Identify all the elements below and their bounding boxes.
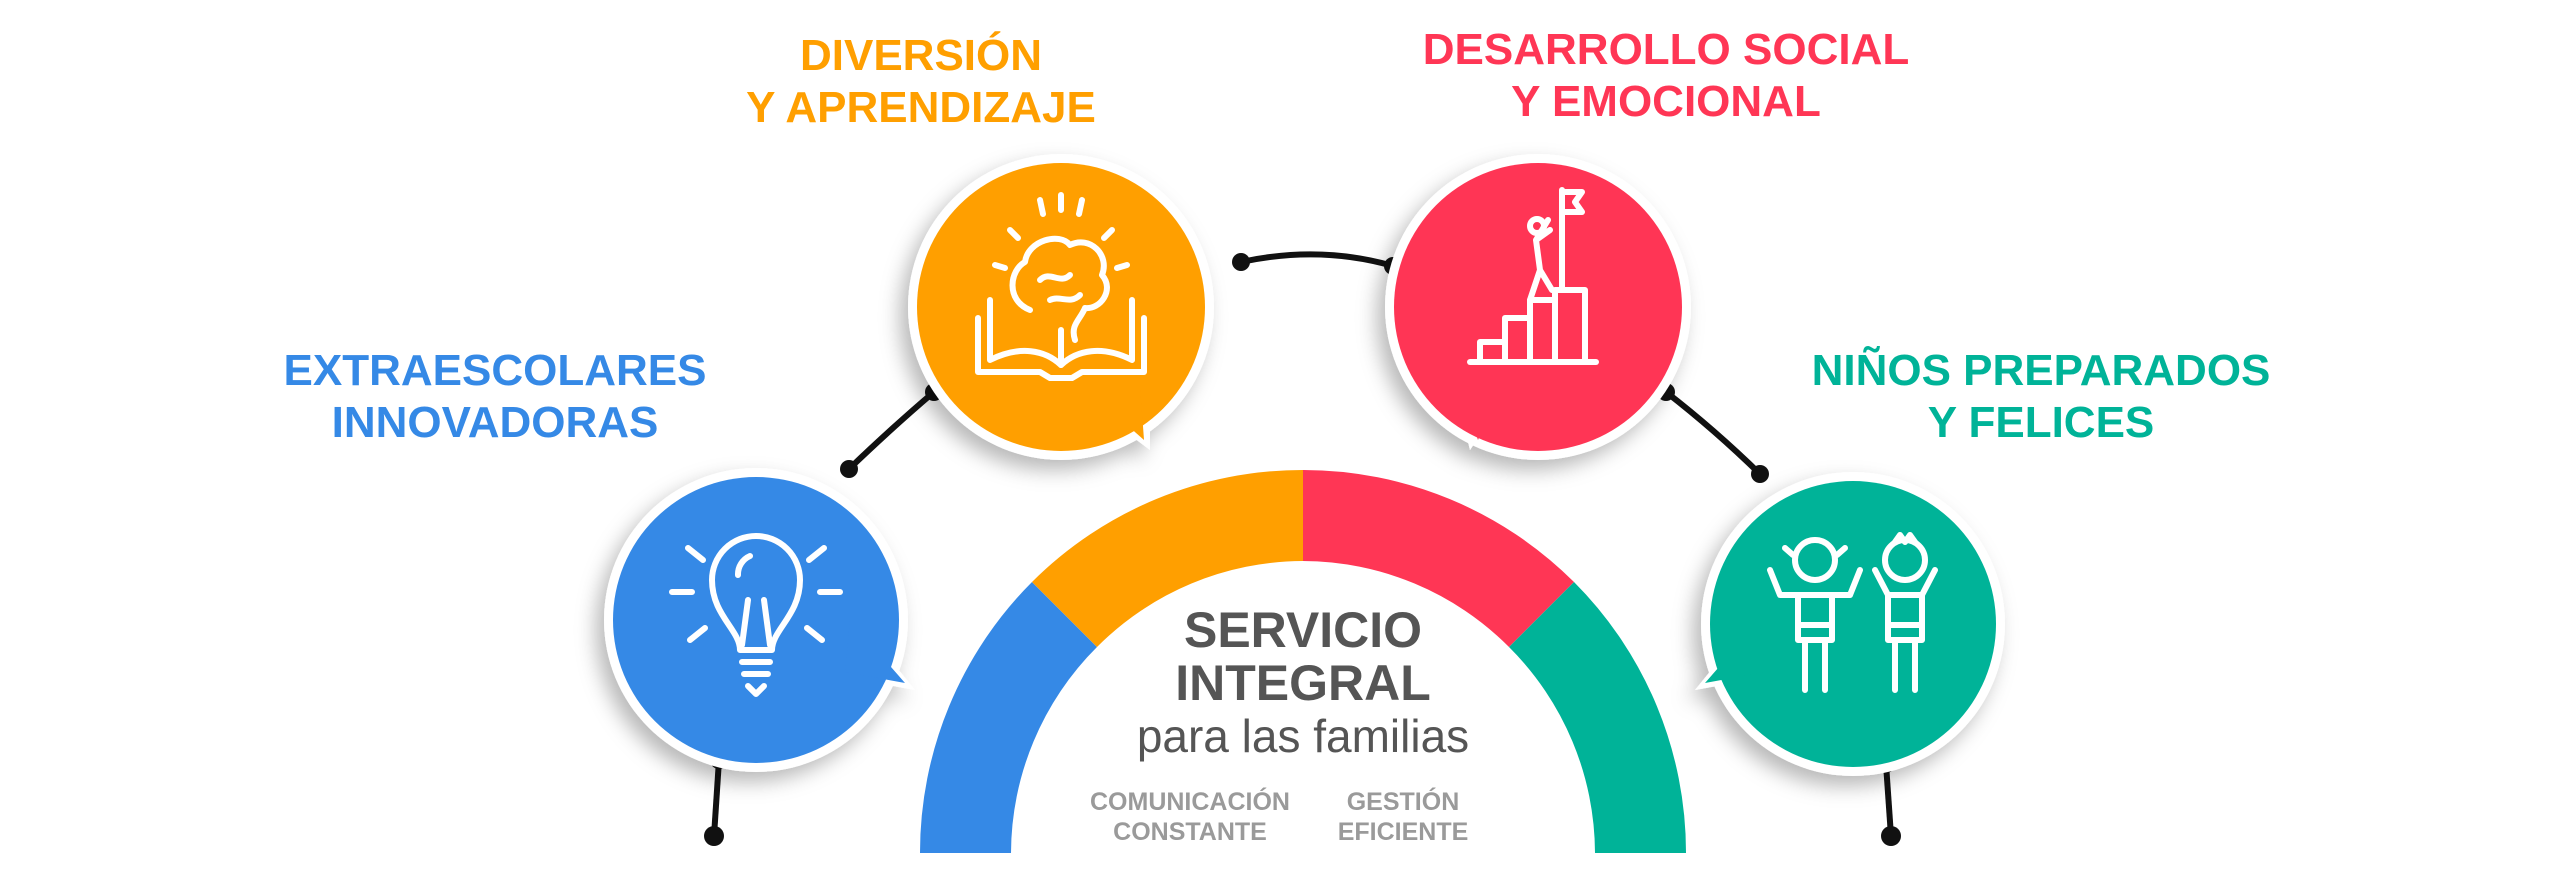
children-icon <box>1767 532 1938 693</box>
title-line: Y EMOCIONAL <box>1511 77 1821 126</box>
arch-segment-blue <box>919 582 1097 853</box>
connector-dot <box>1751 465 1769 483</box>
title-desarrollo: DESARROLLO SOCIAL Y EMOCIONAL <box>1423 25 1909 126</box>
title-line: DESARROLLO SOCIAL <box>1423 25 1909 74</box>
center-subtitle: para las familias <box>1137 710 1469 762</box>
arch-segment-orange <box>1032 469 1303 647</box>
title-diversion: DIVERSIÓN Y APRENDIZAJE <box>746 30 1096 132</box>
brain-book-icon <box>975 192 1147 381</box>
lightbulb-icon <box>669 533 843 697</box>
bubble-extraescolares <box>604 468 915 772</box>
arch-segment-red <box>1303 469 1574 647</box>
connector-dot <box>840 460 858 478</box>
feature-left-line2: CONSTANTE <box>1113 818 1267 846</box>
feature-right-line2: EFICIENTE <box>1338 818 1469 846</box>
bubble-ninos <box>1695 472 2005 776</box>
feature-left-line1: COMUNICACIÓN <box>1090 786 1290 816</box>
arch-segment-green <box>1509 582 1687 853</box>
center-arch: SERVICIO INTEGRAL para las familias COMU… <box>919 469 1687 853</box>
title-extraescolares: EXTRAESCOLARES INNOVADORAS <box>284 346 707 447</box>
center-title-line2: INTEGRAL <box>1175 655 1431 711</box>
title-ninos: NIÑOS PREPARADOS Y FELICES <box>1812 345 2271 447</box>
connector-green-bottom <box>1883 763 1894 837</box>
connector-dot <box>1232 253 1250 271</box>
flag-climb-icon <box>1467 187 1599 365</box>
connector-orange-red <box>1240 251 1394 269</box>
feature-right-line1: GESTIÓN <box>1347 786 1460 816</box>
connector-blue-orange <box>846 389 936 472</box>
title-line: NIÑOS PREPARADOS <box>1812 345 2271 395</box>
connector-red-green <box>1664 389 1763 477</box>
bubble-desarrollo <box>1385 154 1691 460</box>
title-line: Y FELICES <box>1928 398 2155 447</box>
connector-blue-bottom <box>711 759 722 837</box>
connector-dot <box>704 826 724 846</box>
connector-dot <box>1881 826 1901 846</box>
title-line: DIVERSIÓN <box>800 30 1042 80</box>
title-line: EXTRAESCOLARES <box>284 346 707 395</box>
bubble-diversion <box>908 154 1214 460</box>
title-line: INNOVADORAS <box>332 398 659 447</box>
title-line: Y APRENDIZAJE <box>746 83 1096 132</box>
center-title-line1: SERVICIO <box>1184 602 1422 658</box>
